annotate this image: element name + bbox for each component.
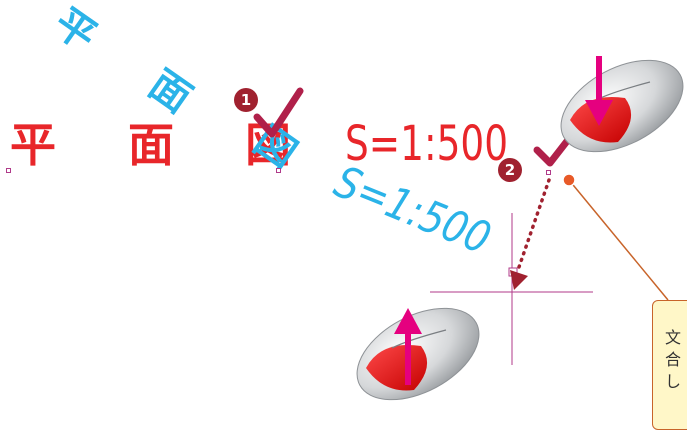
red-title-char-1: 平 xyxy=(10,118,56,172)
crosshair-guide xyxy=(430,213,593,365)
checkmark-icon-1 xyxy=(253,87,304,138)
selection-handle-left[interactable] xyxy=(6,168,11,173)
mouse-icon-down xyxy=(560,59,684,153)
arrow-up-icon xyxy=(394,308,422,385)
selection-handle-middle[interactable] xyxy=(276,168,281,173)
selection-handle-right[interactable] xyxy=(546,170,551,175)
step-badge-2: 2 xyxy=(498,158,522,182)
callout-line-3: し xyxy=(665,372,682,391)
callout-line-2: 合 xyxy=(665,350,682,369)
drag-arrowhead xyxy=(510,270,528,290)
red-scale-text: S=1:500 xyxy=(345,116,509,172)
step-badge-1: 1 xyxy=(234,88,258,112)
callout-leader xyxy=(562,173,669,301)
mouse-icon-up xyxy=(356,307,480,401)
callout-note: 文 合 し xyxy=(652,300,687,430)
overlay-graphics xyxy=(253,56,684,401)
red-title-char-2: 面 xyxy=(128,118,174,172)
arrow-down-icon xyxy=(585,56,613,126)
callout-line-1: 文 xyxy=(665,328,682,347)
drag-path xyxy=(510,178,551,290)
